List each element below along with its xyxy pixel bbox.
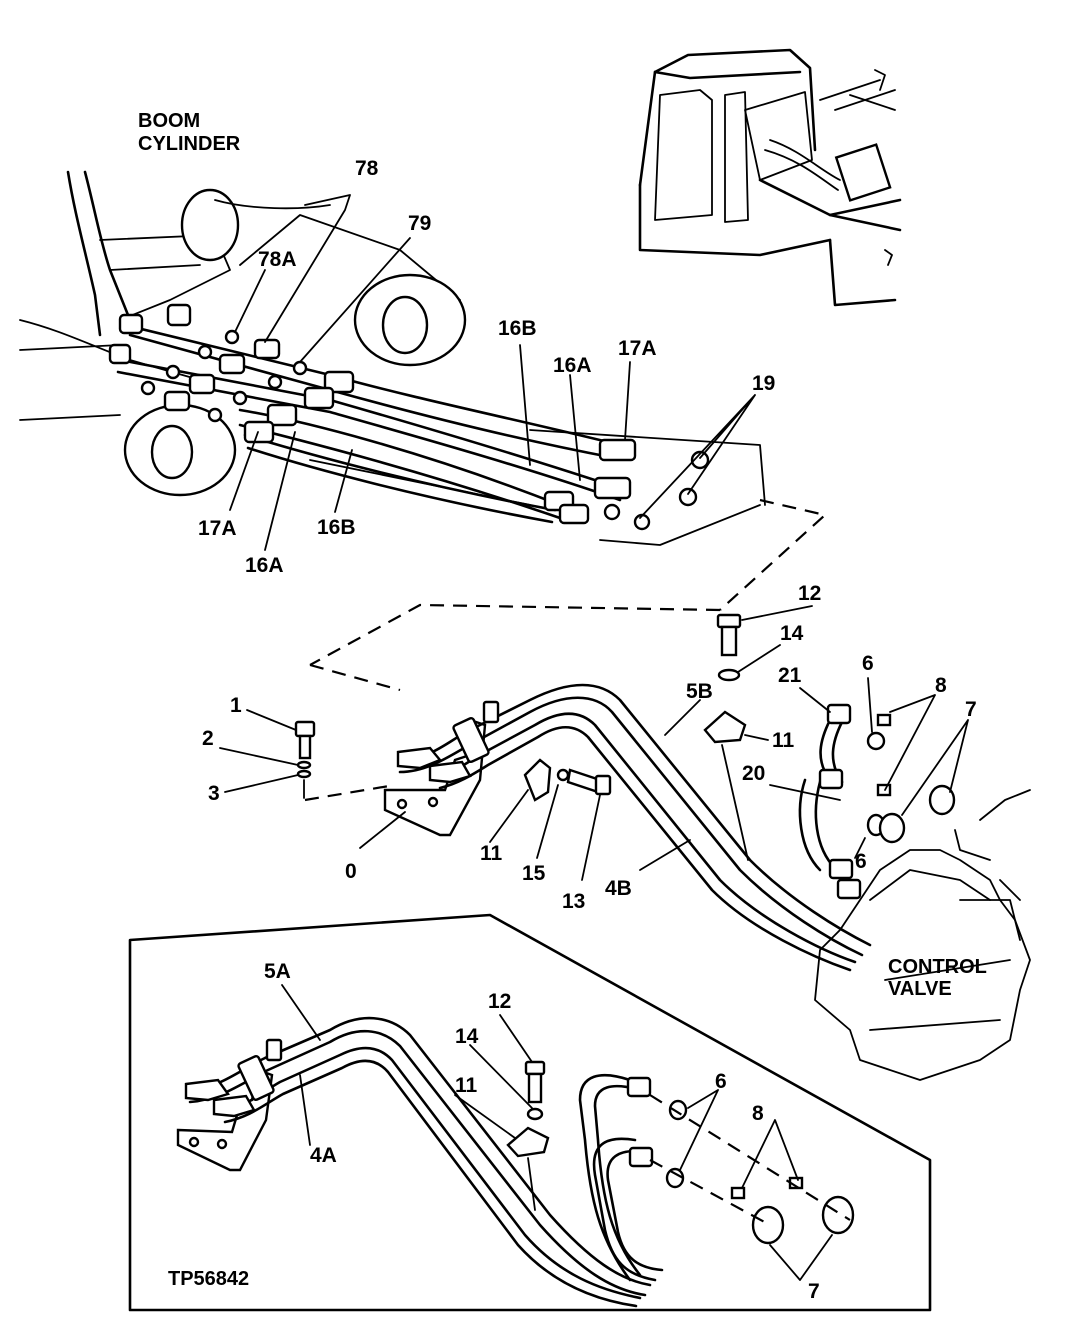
callout-78A: 78A [258, 248, 297, 271]
callout-16A-bottom: 16A [245, 554, 284, 577]
callout-5B: 5B [686, 680, 713, 703]
control-valve-title-line1: CONTROL [888, 956, 987, 978]
callout-17A-top: 17A [618, 337, 657, 360]
callout-21: 21 [778, 664, 802, 687]
upper-leader-lines [229, 194, 756, 551]
callout-7-lower: 7 [808, 1280, 820, 1303]
callout-12-lower: 12 [488, 990, 511, 1013]
reference-dashed-lines [304, 498, 828, 802]
callout-6-lower: 6 [715, 1070, 727, 1093]
callout-4A: 4A [310, 1144, 337, 1167]
control-valve-title-line2: VALVE [888, 978, 952, 1000]
callout-14: 14 [780, 622, 804, 645]
callout-11-middle: 11 [480, 842, 503, 865]
callout-16B-bottom: 16B [317, 516, 356, 539]
titles: BOOM CYLINDER CONTROL VALVE TP56842 [138, 110, 987, 1290]
excavator-cab-illustration [638, 48, 902, 307]
callout-11-upper: 11 [772, 729, 795, 752]
callout-12: 12 [798, 582, 821, 605]
lower-inset-box [128, 913, 932, 1312]
callout-3: 3 [208, 782, 220, 805]
figure-id: TP56842 [168, 1268, 249, 1290]
callout-8-lower: 8 [752, 1102, 764, 1125]
callout-14-lower: 14 [455, 1025, 479, 1048]
callout-6-upper: 6 [862, 652, 874, 675]
callout-79: 79 [408, 212, 431, 235]
control-lines-assembly [294, 613, 1031, 1081]
lower-leader-lines [281, 984, 833, 1281]
callout-17A-bottom: 17A [198, 517, 237, 540]
callout-1: 1 [230, 694, 242, 717]
callout-13: 13 [562, 890, 585, 913]
callout-20: 20 [742, 762, 765, 785]
boom-title-line1: BOOM [138, 110, 200, 132]
boom-hose-assembly [19, 170, 766, 546]
middle-leader-lines [219, 605, 969, 881]
callout-0: 0 [345, 860, 357, 883]
callout-2: 2 [202, 727, 214, 750]
callout-5A: 5A [264, 960, 291, 983]
callout-4B: 4B [605, 877, 632, 900]
callout-labels: 78 79 78A 16B 16A 17A 19 17A 16A 16B 12 … [198, 157, 977, 1303]
callout-7-upper: 7 [965, 698, 977, 721]
callout-8-upper: 8 [935, 674, 947, 697]
callout-16A-top: 16A [553, 354, 592, 377]
boom-title-line2: CYLINDER [138, 133, 241, 155]
callout-19: 19 [752, 372, 775, 395]
callout-11-lower: 11 [455, 1074, 478, 1097]
callout-16B-top: 16B [498, 317, 537, 340]
callout-78: 78 [355, 157, 379, 180]
callout-15: 15 [522, 862, 546, 885]
callout-6-middle: 6 [855, 850, 867, 873]
